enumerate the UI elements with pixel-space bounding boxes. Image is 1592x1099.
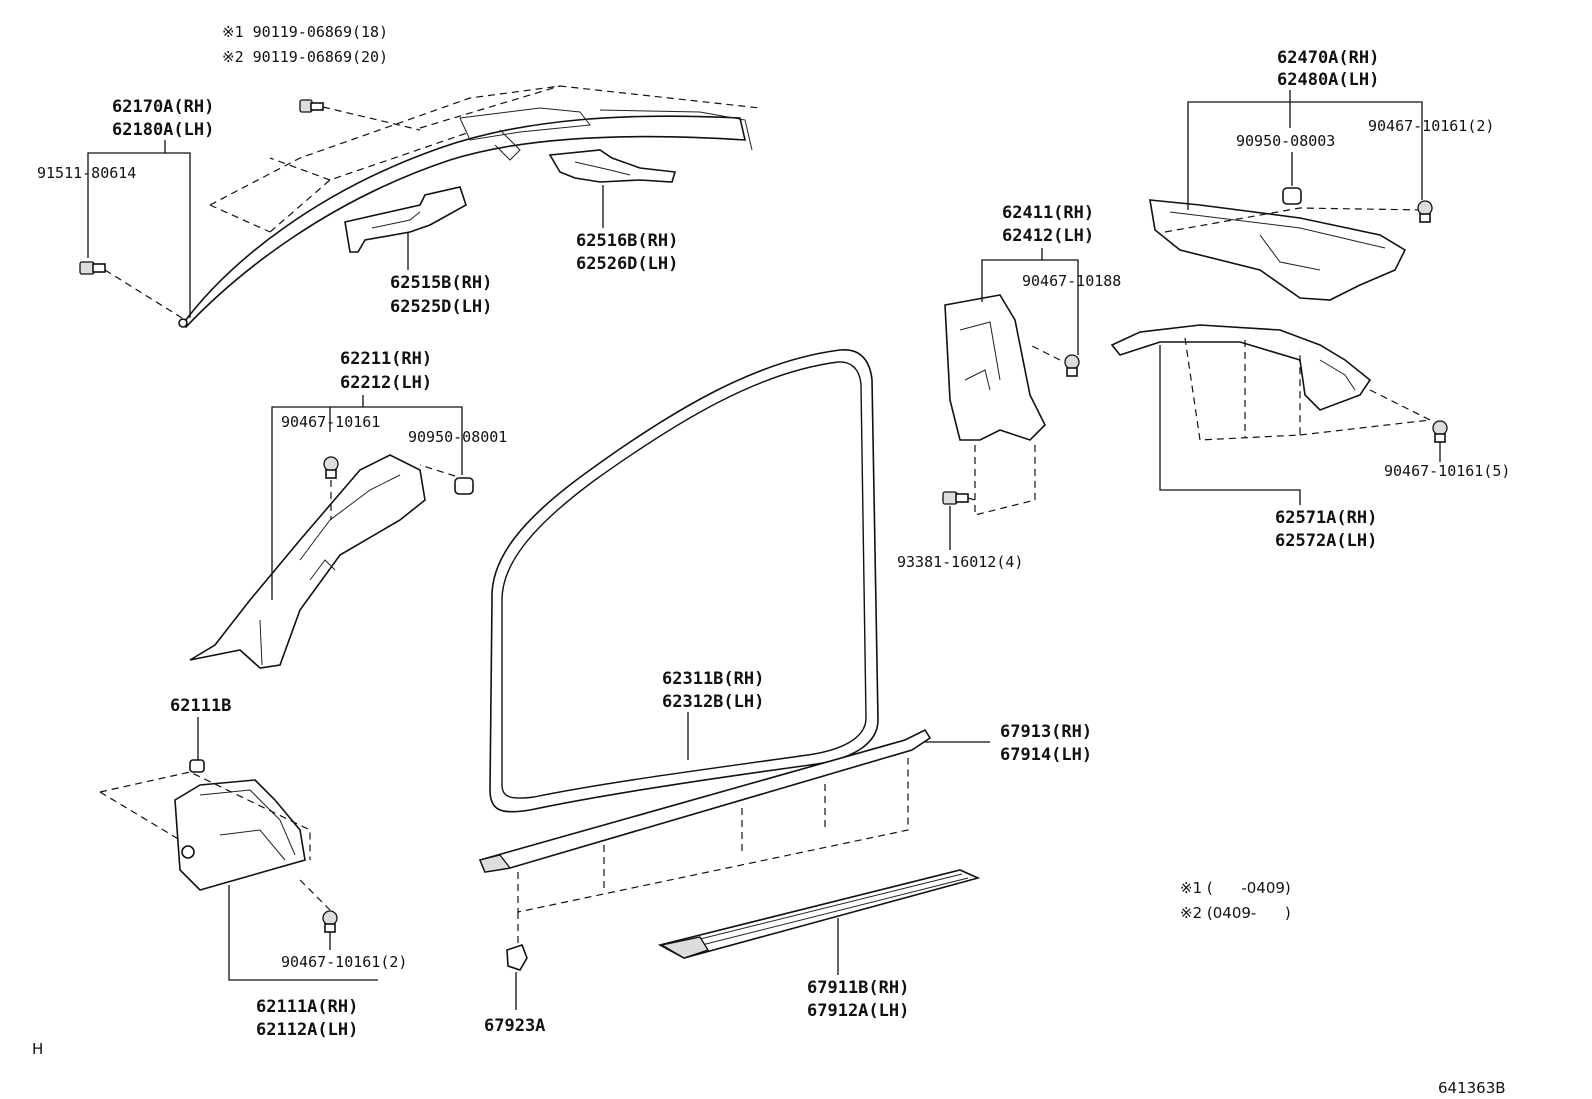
label-90950-08001: 90950-08001 (408, 428, 507, 446)
clip-90467-5 (1432, 420, 1448, 443)
screw-90119 (299, 99, 324, 113)
label-90950-08003: 90950-08003 (1236, 132, 1335, 150)
label-62411-rh: 62411(RH) (1002, 203, 1094, 223)
bracket-62516 (548, 149, 677, 228)
scuff-plate-67913 (478, 728, 990, 913)
bracket-62515 (344, 186, 467, 270)
cowl-side-trim (99, 717, 378, 981)
label-62211-rh: 62211(RH) (340, 349, 432, 369)
label-62572a-lh: 62572A(LH) (1275, 531, 1377, 551)
clip-90467-top-right (1417, 200, 1433, 223)
label-62480a-lh: 62480A(LH) (1277, 70, 1379, 90)
clip-90467-pillar (323, 456, 339, 479)
label-62525d-lh: 62525D(LH) (390, 297, 492, 317)
clip-90950-08003 (1282, 187, 1302, 205)
label-62212-lh: 62212(LH) (340, 373, 432, 393)
bolt-91511 (79, 261, 106, 275)
label-62111a-rh: 62111A(RH) (256, 997, 358, 1017)
footnotes: ※1 ( -0409) ※2 (0409- ) (1180, 879, 1291, 922)
part-labels: ※1 90119-06869(18) ※2 90119-06869(20) 62… (37, 23, 1510, 1040)
label-90467-5: 90467-10161(5) (1384, 462, 1510, 480)
quarter-pillar-garnish (1149, 90, 1433, 301)
bolt-93381 (942, 491, 969, 505)
label-67923a: 67923A (484, 1016, 545, 1036)
footnote-2: ※2 (0409- ) (1180, 904, 1291, 922)
label-62180a-lh: 62180A(LH) (112, 120, 214, 140)
corner-letter: H (32, 1040, 43, 1058)
label-67913-rh: 67913(RH) (1000, 722, 1092, 742)
center-pillar-garnish (942, 248, 1080, 550)
label-note1-screw: ※1 90119-06869(18) (222, 23, 388, 41)
label-90467-2-top: 90467-10161(2) (1368, 117, 1494, 135)
roof-side-inner-garnish (1110, 324, 1448, 505)
label-90467-10188: 90467-10188 (1022, 272, 1121, 290)
clip-90950-08001 (454, 477, 474, 495)
label-62111b: 62111B (170, 696, 231, 716)
label-67914-lh: 67914(LH) (1000, 745, 1092, 765)
footnote-1: ※1 ( -0409) (1180, 879, 1291, 897)
label-90467-10161: 90467-10161 (281, 413, 380, 431)
label-note2-screw: ※2 90119-06869(20) (222, 48, 388, 66)
door-sill-plate-67911b (657, 869, 981, 975)
clip-67923a (506, 943, 528, 1010)
label-62170a-rh: 62170A(RH) (112, 97, 214, 117)
clip-90467-cowl (322, 910, 338, 933)
label-62311b-rh: 62311B(RH) (662, 669, 764, 689)
label-62312b-lh: 62312B(LH) (662, 692, 764, 712)
label-62112a-lh: 62112A(LH) (256, 1020, 358, 1040)
clip-62111b (189, 759, 205, 773)
clip-90467-10188 (1064, 354, 1080, 377)
label-62470a-rh: 62470A(RH) (1277, 48, 1379, 68)
label-62412-lh: 62412(LH) (1002, 226, 1094, 246)
drawing-number: 641363B (1438, 1079, 1506, 1097)
label-67912a-lh: 67912A(LH) (807, 1001, 909, 1021)
roof-rail-assembly (79, 85, 761, 328)
front-pillar-garnish (189, 395, 474, 669)
door-opening-trim-weatherstrip (489, 349, 879, 813)
label-62515b-rh: 62515B(RH) (390, 273, 492, 293)
label-67911b-rh: 67911B(RH) (807, 978, 909, 998)
label-62526d-lh: 62526D(LH) (576, 254, 678, 274)
label-93381: 93381-16012(4) (897, 553, 1023, 571)
label-90467-2-bottom: 90467-10161(2) (281, 953, 407, 971)
label-91511: 91511-80614 (37, 164, 136, 182)
label-62516b-rh: 62516B(RH) (576, 231, 678, 251)
label-62571a-rh: 62571A(RH) (1275, 508, 1377, 528)
